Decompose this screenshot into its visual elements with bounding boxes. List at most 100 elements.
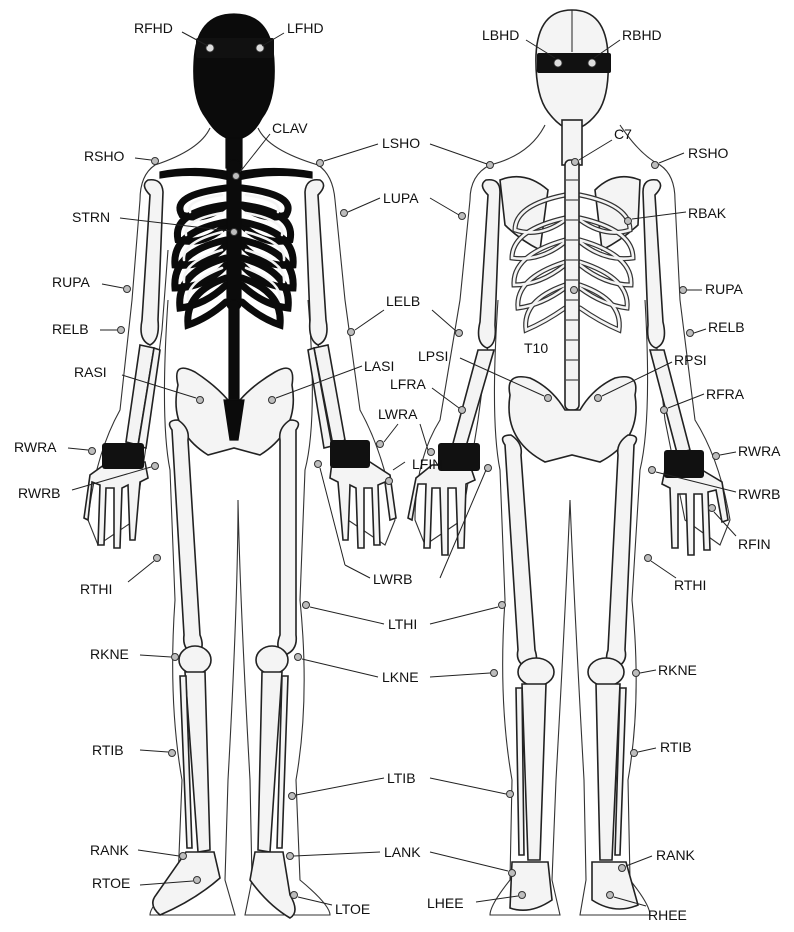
label-rupa-front: RUPA: [52, 274, 91, 290]
front-skull: [194, 14, 275, 140]
marker-lank: LANK: [287, 844, 516, 877]
label-rthi-back: RTHI: [674, 577, 706, 593]
back-spine: [565, 160, 579, 410]
back-left-foot: [510, 862, 552, 910]
label-lank: LANK: [384, 844, 421, 860]
label-lfin: LFIN: [412, 456, 442, 472]
back-left-tibia: [522, 684, 546, 860]
label-lthi: LTHI: [388, 616, 417, 632]
label-rwra-back: RWRA: [738, 443, 781, 459]
front-right-knee: [179, 646, 211, 674]
back-right-femur: [607, 435, 637, 668]
label-rwrb-front: RWRB: [18, 485, 61, 501]
front-left-hand: [330, 462, 396, 548]
back-right-hand: [662, 470, 728, 555]
label-rsho-back: RSHO: [688, 145, 729, 161]
label-lbhd: LBHD: [482, 27, 519, 43]
front-right-femur: [170, 420, 203, 655]
marker-rwra-front: RWRA: [14, 439, 96, 455]
label-rwra-front: RWRA: [14, 439, 57, 455]
front-left-femur: [278, 420, 299, 655]
label-rthi-front: RTHI: [80, 581, 112, 597]
marker-rwra-back: RWRA: [713, 443, 782, 460]
label-rasi: RASI: [74, 364, 107, 380]
back-left-forearm: [452, 350, 494, 450]
back-left-knee: [518, 658, 554, 686]
front-figure: [84, 14, 396, 918]
marker-lthi: LTHI: [303, 602, 506, 633]
marker-rupa-front: RUPA: [52, 274, 131, 293]
label-lasi: LASI: [364, 358, 394, 374]
label-relb-front: RELB: [52, 321, 89, 337]
label-lwrb: LWRB: [373, 571, 412, 587]
label-rank-back: RANK: [656, 847, 696, 863]
front-right-humerus: [141, 180, 163, 345]
back-headband: [537, 53, 611, 73]
label-rfra: RFRA: [706, 386, 745, 402]
back-right-scapula: [595, 177, 640, 250]
label-relb-back: RELB: [708, 319, 745, 335]
label-ltib: LTIB: [387, 770, 416, 786]
back-left-wrist-band: [438, 443, 480, 471]
marker-lkne: LKNE: [295, 654, 498, 686]
label-lsho: LSHO: [382, 135, 420, 151]
marker-rkne-front: RKNE: [90, 646, 179, 662]
marker-rkne-back: RKNE: [633, 662, 697, 678]
label-rfin: RFIN: [738, 536, 771, 552]
marker-rsho-front: RSHO: [84, 148, 159, 165]
label-ltoe: LTOE: [335, 901, 370, 917]
label-t10: T10: [524, 340, 548, 356]
back-figure: [408, 10, 730, 915]
front-left-foot: [250, 852, 295, 918]
marker-rfin: RFIN: [709, 505, 771, 553]
front-headband: [196, 38, 274, 58]
marker-relb-front: RELB: [52, 321, 125, 337]
label-rhee: RHEE: [648, 907, 687, 923]
front-spine: [229, 300, 239, 410]
front-left-humerus: [305, 180, 327, 345]
marker-lsho: LSHO: [317, 135, 494, 169]
marker-rtib-front: RTIB: [92, 742, 176, 758]
label-rpsi: RPSI: [674, 352, 707, 368]
label-lfhd: LFHD: [287, 20, 324, 36]
marker-rsho-back: RSHO: [652, 145, 729, 169]
marker-ltoe: LTOE: [291, 892, 371, 918]
front-right-wrist-band: [102, 443, 144, 469]
label-lkne: LKNE: [382, 669, 419, 685]
label-lpsi: LPSI: [418, 348, 448, 364]
marker-rthi-front: RTHI: [80, 555, 161, 598]
marker-rtib-back: RTIB: [631, 739, 692, 757]
back-left-fibula: [516, 688, 524, 855]
label-lwra: LWRA: [378, 406, 418, 422]
marker-rank-front: RANK: [90, 842, 187, 860]
back-neck: [562, 120, 582, 165]
marker-lelb: LELB: [348, 293, 463, 337]
label-rbhd: RBHD: [622, 27, 662, 43]
back-right-knee: [588, 658, 624, 686]
label-rtib-front: RTIB: [92, 742, 124, 758]
marker-rthi-back: RTHI: [645, 555, 707, 594]
front-left-knee: [256, 646, 288, 674]
label-clav: CLAV: [272, 120, 308, 136]
label-rsho-front: RSHO: [84, 148, 125, 164]
back-left-femur: [503, 435, 537, 668]
label-rkne-front: RKNE: [90, 646, 129, 662]
marker-rupa-back: RUPA: [680, 281, 744, 297]
label-rtib-back: RTIB: [660, 739, 692, 755]
label-lupa: LUPA: [383, 190, 419, 206]
label-lelb: LELB: [386, 293, 420, 309]
label-rfhd: RFHD: [134, 20, 173, 36]
marker-ltib: LTIB: [289, 770, 514, 800]
back-left-hand: [408, 465, 475, 555]
label-rupa-back: RUPA: [705, 281, 744, 297]
label-rwrb-back: RWRB: [738, 486, 781, 502]
marker-lupa: LUPA: [341, 190, 466, 220]
label-lhee: LHEE: [427, 895, 464, 911]
back-right-wrist-band: [664, 450, 704, 478]
front-left-wrist-band: [330, 440, 370, 468]
marker-relb-back: RELB: [687, 319, 745, 337]
label-rank-front: RANK: [90, 842, 130, 858]
label-rkne-back: RKNE: [658, 662, 697, 678]
